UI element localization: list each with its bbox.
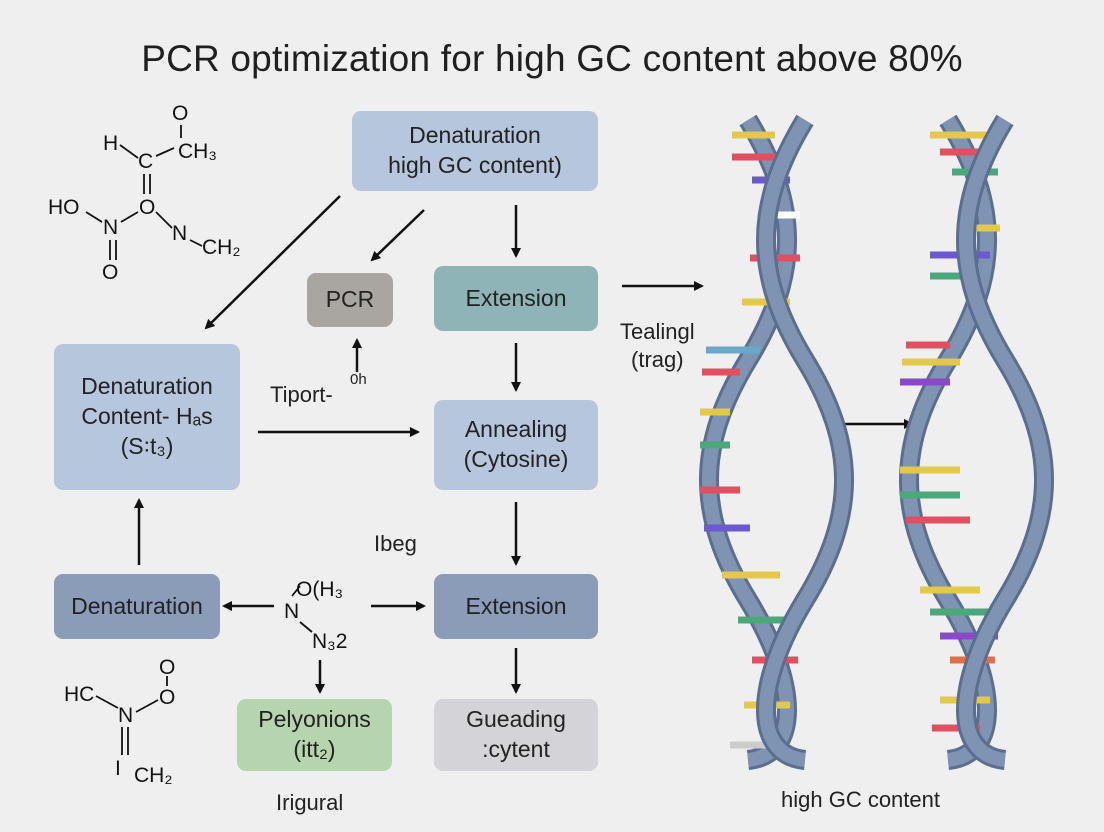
arrow-top-to-left: [204, 195, 341, 330]
box-pelyonions: Pelyonions (itt₂): [237, 699, 392, 771]
label-tealingl: Tealingl (trag): [620, 319, 695, 372]
chem-atom: O: [172, 102, 189, 125]
chem-atom: N: [103, 216, 119, 239]
dna-helix-right: [899, 114, 1054, 770]
arrow-top-to-pcr: [370, 209, 425, 262]
chem-atom: O: [102, 261, 119, 284]
box-denaturation-top: Denaturation high GC content): [352, 111, 598, 191]
chem-atom: O: [159, 686, 176, 709]
box-gueading: Gueading :cytent: [434, 699, 598, 771]
box-extension-bottom: Extension: [434, 574, 598, 639]
label-helix-caption: high GC content: [781, 787, 940, 812]
chem-atom: CH₂: [134, 764, 173, 787]
box-extension-top: Extension: [434, 266, 598, 331]
chem-atom: N: [284, 600, 300, 623]
chem-atom: HO: [48, 196, 80, 219]
box-denaturation-left: Denaturation Content- Hₐs (S꞉t₃): [54, 344, 240, 490]
chem-atom: O(H₃: [296, 578, 344, 601]
chem-atom: C: [138, 150, 154, 173]
chem-atom: H: [103, 132, 119, 155]
label-tiport: Tiport-: [270, 382, 333, 407]
diagram-title: PCR optimization for high GC content abo…: [141, 38, 963, 79]
chem-atom: N₃2: [312, 630, 348, 653]
label-irigural: Irigural: [276, 790, 344, 815]
box-pcr: PCR: [307, 273, 393, 327]
box-denaturation-bottom: Denaturation: [54, 574, 220, 639]
chem-atom: CH₂: [202, 236, 241, 259]
chem-atom: CH₃: [178, 140, 217, 163]
chem-atom: N: [172, 222, 188, 245]
chem-atom: N: [118, 704, 134, 727]
chem-atom: HC: [64, 683, 95, 706]
label-tiport-sup: 0h: [350, 371, 367, 388]
dna-helix-left: [699, 114, 854, 770]
chem-atom: O: [159, 656, 176, 679]
chem-atom: I: [115, 757, 121, 780]
label-ibeg: Ibeg: [374, 531, 417, 556]
chem-atom: O: [139, 196, 156, 219]
box-annealing: Annealing (Cytosine): [434, 400, 598, 490]
